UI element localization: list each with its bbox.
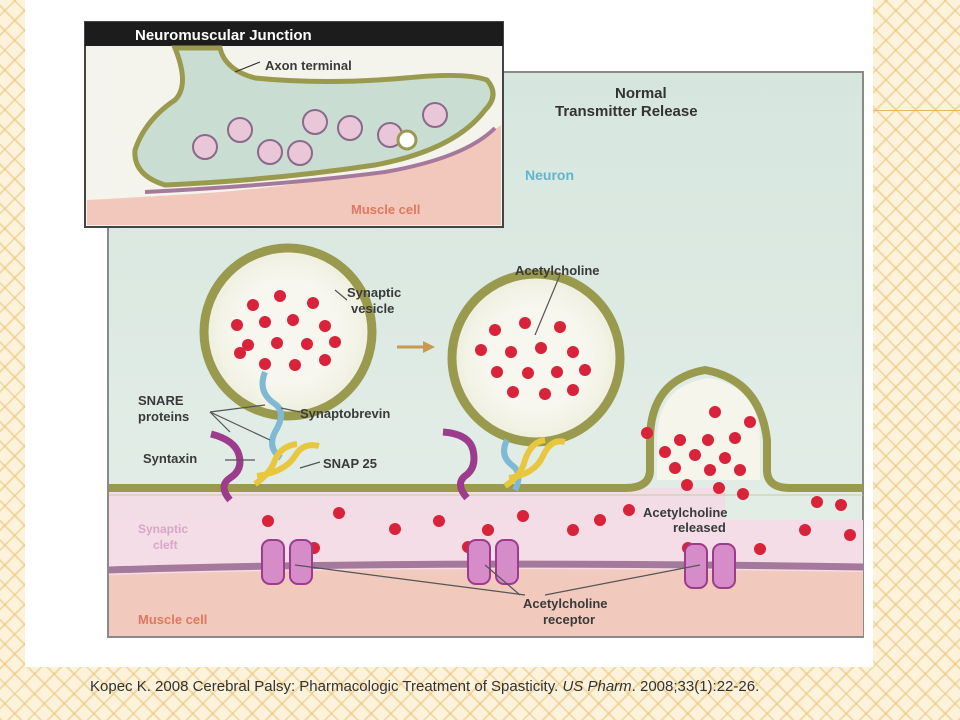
synaptic-vesicle-2: [447, 269, 625, 447]
citation-title: Cerebral Palsy: Pharmacologic Treatment …: [192, 678, 559, 695]
leader-lines: [209, 274, 701, 596]
citation: Kopec K. 2008 Cerebral Palsy: Pharmacolo…: [90, 677, 880, 696]
snare-complex-1: [210, 370, 320, 503]
inset-muscle-label: Muscle cell: [351, 202, 420, 217]
synaptic-cleft-region: [109, 488, 725, 520]
synaptobrevin-protein: [259, 370, 284, 461]
synaptic-vesicle-label-2: vesicle: [351, 301, 394, 316]
main-title-line2: Transmitter Release: [555, 103, 698, 120]
acetylcholine-receptor-1: [261, 539, 313, 585]
inset-title: Neuromuscular Junction: [135, 27, 312, 44]
diagram-figure: Normal Transmitter Release Neuron Acetyl…: [25, 0, 873, 667]
neuron-label: Neuron: [525, 167, 574, 183]
ach-released-label-2: released: [673, 520, 726, 535]
inset-axon-label: Axon terminal: [265, 58, 352, 73]
ach-receptor-label-2: receptor: [543, 612, 595, 627]
muscle-cell-region: [109, 569, 863, 636]
acetylcholine-label: Acetylcholine: [515, 263, 600, 278]
syntaxin-label: Syntaxin: [143, 451, 197, 466]
main-title-line1: Normal: [615, 85, 667, 102]
snare-label-1: SNARE: [138, 393, 184, 408]
citation-author: Kopec K. 2008: [90, 678, 193, 695]
snap25-label: SNAP 25: [323, 456, 377, 471]
citation-journal: US Pharm: [562, 678, 632, 695]
citation-rest: . 2008;33(1):22-26.: [631, 678, 760, 695]
synaptic-cleft-label-2: cleft: [153, 538, 178, 552]
acetylcholine-dots-vesicle-2: [475, 317, 591, 400]
muscle-cell-label: Muscle cell: [138, 612, 207, 627]
snare-complex-2: [442, 428, 566, 501]
syntaxin-protein: [210, 430, 244, 503]
ach-released-label-1: Acetylcholine: [643, 505, 728, 520]
inset-neuromuscular-junction: Neuromuscular Junction Axon terminal Mus…: [84, 21, 504, 228]
synaptic-vesicle-label-1: Synaptic: [347, 285, 401, 300]
inset-vesicles: [192, 102, 448, 166]
synaptic-vesicle-1: [199, 243, 377, 421]
snap25-protein: [253, 441, 320, 487]
inset-muscle-region: [87, 125, 501, 225]
acetylcholine-dots-released: [623, 406, 856, 541]
postsynaptic-membrane: [108, 560, 864, 574]
fusing-vesicle: [657, 378, 760, 480]
acetylcholine-dots-vesicle-1: [231, 290, 341, 371]
decorative-rule: [873, 110, 960, 111]
ach-receptor-label-1: Acetylcholine: [523, 596, 608, 611]
snare-label-2: proteins: [138, 409, 189, 424]
synaptic-cleft-label-1: Synaptic: [138, 522, 188, 536]
diagram-svg: Normal Transmitter Release Neuron Acetyl…: [84, 21, 864, 638]
synaptobrevin-label: Synaptobrevin: [300, 406, 390, 421]
inset-title-bar: [85, 22, 503, 46]
presynaptic-membrane: [109, 365, 863, 492]
